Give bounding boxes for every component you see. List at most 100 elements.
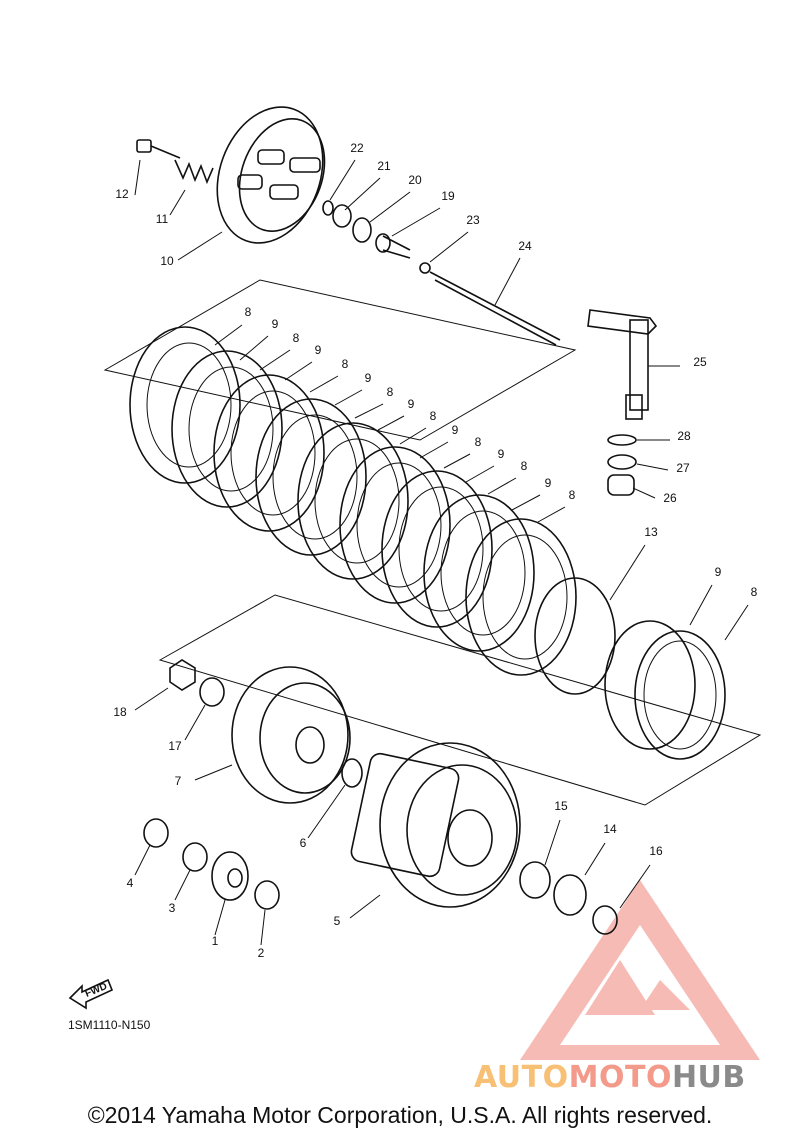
plate-inner xyxy=(398,486,484,612)
callout-number-2: 2 xyxy=(258,946,265,960)
leader-line xyxy=(174,869,191,901)
gear-1 xyxy=(211,851,249,901)
leader-line xyxy=(391,207,441,237)
leader-line xyxy=(344,177,381,211)
leader-line xyxy=(494,257,521,306)
callout-number-4: 4 xyxy=(127,876,134,890)
callout-number-23: 23 xyxy=(466,213,480,227)
callout-number-6: 6 xyxy=(300,836,307,850)
callout-number-9: 9 xyxy=(365,371,372,385)
push-lever-shaft xyxy=(587,309,658,420)
callout-number-8: 8 xyxy=(430,409,437,423)
leader-line xyxy=(259,349,291,371)
callout-number-8: 8 xyxy=(387,385,394,399)
callout-number-19: 19 xyxy=(441,189,455,203)
lock-washer-17 xyxy=(199,677,225,707)
plate-inner xyxy=(314,438,400,564)
leader-line xyxy=(689,584,713,626)
callout-number-27: 27 xyxy=(676,461,690,475)
push-rod-19 xyxy=(375,233,411,259)
callout-number-17: 17 xyxy=(168,739,182,753)
thrust-washer-6 xyxy=(341,758,363,788)
leader-line xyxy=(609,544,646,601)
callout-number-10: 10 xyxy=(160,254,174,268)
plate-outer xyxy=(255,398,367,556)
bolt xyxy=(136,139,181,159)
leader-line xyxy=(307,784,346,839)
collar-2 xyxy=(254,880,280,910)
callout-number-9: 9 xyxy=(272,317,279,331)
leader-line xyxy=(239,335,269,361)
leader-line xyxy=(329,159,356,201)
leader-line xyxy=(284,361,313,381)
plate-outer xyxy=(465,518,577,676)
plate-outer xyxy=(129,326,241,484)
leader-line xyxy=(214,899,226,936)
leader-line xyxy=(377,415,405,431)
leader-line xyxy=(177,231,223,261)
callout-number-9: 9 xyxy=(715,565,722,579)
plate-inner xyxy=(146,342,232,468)
washer-3 xyxy=(182,842,208,872)
plate-outer xyxy=(381,470,493,628)
friction-plate-8 xyxy=(634,630,726,760)
pressure-plate xyxy=(216,106,326,244)
plates-frame xyxy=(103,279,577,441)
callout-number-14: 14 xyxy=(603,822,617,836)
leader-line xyxy=(636,463,669,471)
callout-number-12: 12 xyxy=(115,187,129,201)
callout-number-18: 18 xyxy=(113,705,127,719)
fwd-arrow: FWD xyxy=(68,978,114,1010)
primary-driven-gear xyxy=(350,742,521,908)
callout-number-24: 24 xyxy=(518,239,532,253)
leader-line xyxy=(169,189,186,216)
callout-number-9: 9 xyxy=(315,343,322,357)
ball-23 xyxy=(419,262,431,274)
leader-line xyxy=(584,842,606,876)
plate-outer xyxy=(297,422,409,580)
leader-line xyxy=(724,604,749,641)
bearing-20 xyxy=(352,217,372,243)
leader-line xyxy=(260,909,266,946)
washer-21 xyxy=(332,204,352,228)
leader-line xyxy=(399,427,427,445)
leader-line xyxy=(487,477,517,495)
spacer-15 xyxy=(519,861,551,899)
callout-number-28: 28 xyxy=(677,429,691,443)
leader-line xyxy=(419,441,449,459)
oil-seal-27 xyxy=(607,454,637,470)
plate-inner xyxy=(440,510,526,636)
callout-labels: 1234567181712111022212019232425282726139… xyxy=(113,141,757,960)
clutch-spring xyxy=(174,159,214,185)
leader-line xyxy=(134,844,151,876)
plate-outer xyxy=(171,350,283,508)
clutch-boss xyxy=(231,666,351,804)
plate-outer xyxy=(213,374,325,532)
callout-number-5: 5 xyxy=(334,914,341,928)
leader-line xyxy=(619,864,651,909)
callout-number-3: 3 xyxy=(169,901,176,915)
callout-number-22: 22 xyxy=(350,141,364,155)
plate-inner xyxy=(482,534,568,660)
nut-4 xyxy=(143,818,169,848)
leader-line xyxy=(334,389,363,406)
callout-number-8: 8 xyxy=(293,331,300,345)
hub-frame xyxy=(158,594,762,806)
callout-number-26: 26 xyxy=(663,491,677,505)
leader-line xyxy=(194,764,233,781)
bearing-14 xyxy=(553,874,587,916)
watermark-logo xyxy=(520,880,760,1060)
plate-outer xyxy=(339,446,451,604)
callout-number-20: 20 xyxy=(408,173,422,187)
callout-number-1: 1 xyxy=(212,934,219,948)
callout-number-8: 8 xyxy=(342,357,349,371)
wire-circlip-13 xyxy=(534,577,616,695)
plate-inner xyxy=(188,366,274,492)
callout-number-9: 9 xyxy=(408,397,415,411)
callout-number-11: 11 xyxy=(156,212,169,226)
copyright-notice: ©2014 Yamaha Motor Corporation, U.S.A. A… xyxy=(87,1102,713,1128)
nut-18 xyxy=(169,659,196,691)
callout-number-8: 8 xyxy=(751,585,758,599)
leader-line xyxy=(349,894,381,919)
leader-line xyxy=(134,159,141,196)
